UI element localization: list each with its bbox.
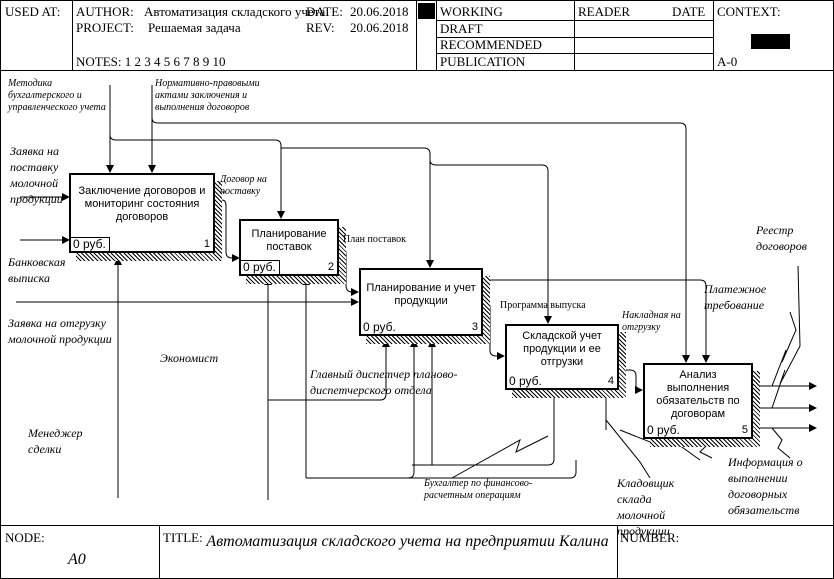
label-programma: Программа выпуска bbox=[500, 300, 586, 311]
date-label: DATE: bbox=[306, 4, 343, 19]
box-1-number: 1 bbox=[203, 238, 210, 250]
box-3-cost: 0 руб. bbox=[361, 321, 399, 334]
label-dogovor: Договор на поставку bbox=[220, 174, 267, 197]
box-2-cost: 0 руб. bbox=[241, 260, 280, 274]
node-value: A0 bbox=[68, 551, 86, 568]
context-node: A-0 bbox=[717, 54, 738, 69]
function-box-4[interactable]: Складской учет продукции и ее отгрузки 0… bbox=[505, 324, 619, 390]
label-manager: Менеджер сделки bbox=[28, 426, 83, 456]
author-label: AUTHOR: bbox=[76, 4, 134, 19]
diagram-title: Автоматизация складского учета на предпр… bbox=[206, 533, 609, 550]
author-value: Автоматизация складского учета bbox=[144, 4, 326, 19]
notes: NOTES: 1 2 3 4 5 6 7 8 9 10 bbox=[76, 54, 226, 69]
function-box-5[interactable]: Анализ выполнения обязательств по догово… bbox=[643, 363, 753, 439]
box-2-number: 2 bbox=[327, 261, 334, 273]
label-platezh: Платежное требование bbox=[704, 282, 767, 312]
reader-date-label: DATE bbox=[672, 4, 706, 19]
label-reestr: Реестр договоров bbox=[756, 223, 808, 253]
status-publication: PUBLICATION bbox=[440, 54, 526, 69]
label-kladovshik: Кладовщик склада молочной продукции bbox=[617, 476, 675, 538]
used-at-label: USED AT: bbox=[5, 4, 61, 19]
date-value: 20.06.2018 bbox=[350, 4, 409, 19]
box-5-title: Анализ выполнения обязательств по догово… bbox=[656, 369, 740, 420]
box-4-number: 4 bbox=[607, 375, 614, 387]
context-label: CONTEXT: bbox=[717, 4, 781, 19]
label-glavny-dispetcher: Главный диспетчер планово-диспетчерского… bbox=[310, 367, 458, 397]
box-3-title: Планирование и учет продукции bbox=[366, 282, 476, 307]
project-label: PROJECT: bbox=[76, 20, 134, 35]
title-label: TITLE: bbox=[163, 530, 203, 545]
label-nakladnaya: Накладная на отгрузку bbox=[622, 310, 681, 333]
rev-value: 20.06.2018 bbox=[350, 20, 409, 35]
number-label: NUMBER: bbox=[620, 530, 680, 545]
status-working: WORKING bbox=[440, 4, 503, 19]
box-5-number: 5 bbox=[741, 424, 748, 436]
box-4-cost: 0 руб. bbox=[507, 375, 545, 388]
function-box-3[interactable]: Планирование и учет продукции 0 руб. 3 bbox=[359, 268, 483, 336]
label-zayavka-postavka: Заявка на поставку молочной продукции bbox=[10, 144, 63, 206]
label-zayavka-otgruzka: Заявка на отгрузку молочной продукции bbox=[8, 316, 112, 346]
label-method: Методика бухгалтерского и управленческог… bbox=[8, 78, 106, 113]
label-informacia: Информация о выполнении договорных обяза… bbox=[728, 455, 803, 517]
box-1-cost: 0 руб. bbox=[71, 237, 110, 251]
box-2-title: Планирование поставок bbox=[251, 228, 327, 253]
node-label: NODE: bbox=[5, 530, 45, 545]
label-bank: Банковская выписка bbox=[8, 255, 66, 285]
project-value: Решаемая задача bbox=[148, 20, 241, 35]
box-1-title: Заключение договоров и мониторинг состоя… bbox=[78, 185, 206, 223]
status-recommended: RECOMMENDED bbox=[440, 37, 542, 52]
box-3-number: 3 bbox=[471, 321, 478, 333]
status-draft: DRAFT bbox=[440, 21, 483, 36]
function-box-2[interactable]: Планирование поставок 0 руб. 2 bbox=[239, 219, 339, 276]
box-5-cost: 0 руб. bbox=[645, 424, 683, 437]
label-buhgalter: Бухгалтер по финансово-расчетным операци… bbox=[424, 478, 533, 501]
function-box-1[interactable]: Заключение договоров и мониторинг состоя… bbox=[69, 173, 215, 253]
label-economist: Экономист bbox=[160, 351, 219, 365]
label-plan-postavok: План поставок bbox=[343, 234, 406, 245]
reader-label: READER bbox=[578, 4, 630, 19]
rev-label: REV: bbox=[306, 20, 335, 35]
box-4-title: Складской учет продукции и ее отгрузки bbox=[522, 330, 602, 368]
label-norm: Нормативно-правовыми актами заключения и… bbox=[155, 78, 260, 113]
